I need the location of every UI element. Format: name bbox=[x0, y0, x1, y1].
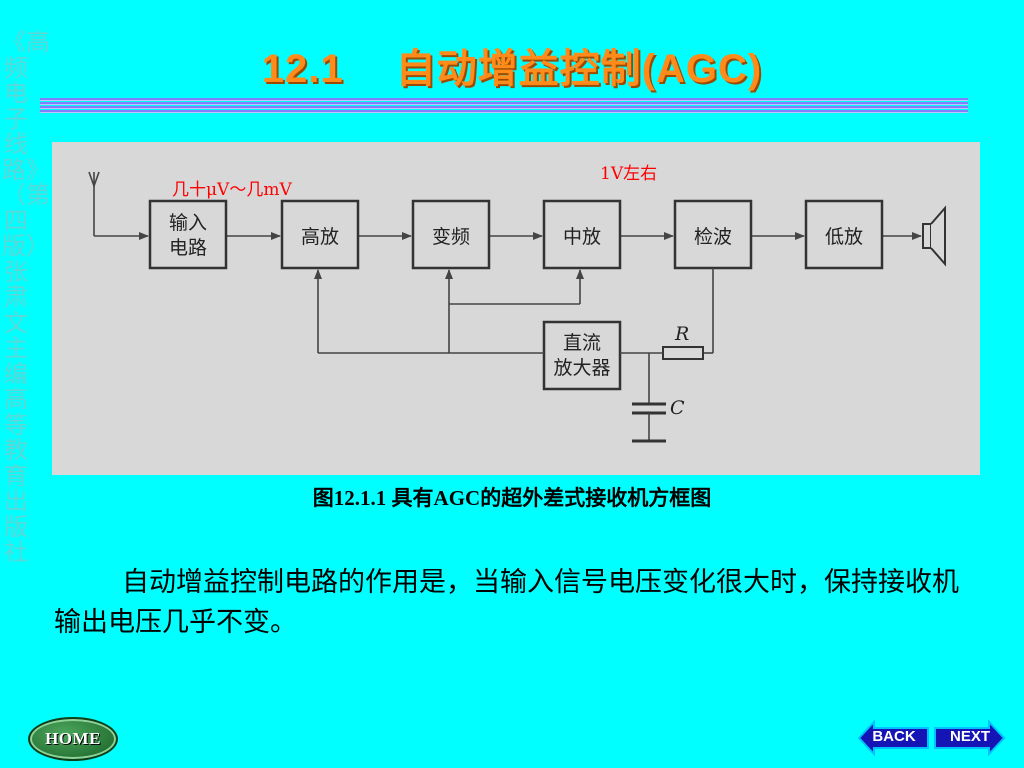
block-dc-amp-label-1: 直流 bbox=[563, 332, 601, 354]
block-if-amp-label: 中放 bbox=[563, 226, 601, 248]
title-divider bbox=[40, 98, 968, 114]
resistor-label: R bbox=[674, 323, 689, 345]
capacitor-label: C bbox=[670, 397, 685, 419]
home-button[interactable]: HOME bbox=[28, 717, 118, 761]
block-input-label-2: 电路 bbox=[169, 237, 207, 259]
block-if-amp bbox=[542, 199, 622, 270]
block-input-label-1: 输入 bbox=[169, 212, 207, 234]
block-mixer-label: 变频 bbox=[432, 226, 470, 248]
block-dc-amp-label-2: 放大器 bbox=[553, 357, 610, 379]
diagram-svg: 输入 电路 高放 变频 中放 检波 低放 直流 放大器 R C bbox=[88, 164, 946, 443]
block-detector bbox=[673, 199, 753, 270]
block-input-circuit bbox=[148, 199, 228, 270]
block-dc-amp bbox=[542, 320, 622, 391]
block-mixer bbox=[411, 199, 491, 270]
antenna-icon bbox=[88, 171, 100, 236]
input-level-annotation: 几十μV～几mV bbox=[172, 180, 292, 200]
block-rf-amp bbox=[280, 199, 360, 270]
block-rf-amp-label: 高放 bbox=[301, 226, 339, 248]
detector-level-annotation: 1V左右 bbox=[600, 164, 657, 184]
figure-caption: 图12.1.1 具有AGC的超外差式接收机方框图 bbox=[312, 486, 712, 510]
block-detector-label: 检波 bbox=[694, 226, 732, 248]
back-button-label: BACK bbox=[872, 728, 916, 745]
body-paragraph: 自动增益控制电路的作用是，当输入信号电压变化很大时，保持接收机输出电压几乎不变。 bbox=[54, 567, 959, 638]
next-button-label: NEXT bbox=[949, 728, 990, 745]
block-af-amp bbox=[804, 199, 884, 270]
page-title: 12.1 自动增益控制(AGC) bbox=[0, 36, 1024, 94]
speaker-icon bbox=[922, 205, 946, 267]
title-section-number: 12.1 bbox=[261, 47, 344, 91]
title-text: 自动增益控制(AGC) bbox=[395, 47, 763, 91]
next-button[interactable]: NEXT bbox=[934, 718, 1006, 758]
block-af-amp-label: 低放 bbox=[825, 226, 863, 248]
back-arrow-icon bbox=[858, 719, 929, 757]
back-button[interactable]: BACK bbox=[858, 718, 930, 758]
side-publisher-text: 《高频电子线路》（第四版）张肃文主编 高等教育出版社 bbox=[2, 28, 50, 566]
agc-block-diagram: 输入 电路 高放 变频 中放 检波 低放 直流 放大器 R C bbox=[52, 142, 980, 475]
resistor-symbol bbox=[662, 346, 704, 360]
home-button-label: HOME bbox=[45, 729, 101, 748]
next-arrow-icon bbox=[934, 719, 1006, 757]
